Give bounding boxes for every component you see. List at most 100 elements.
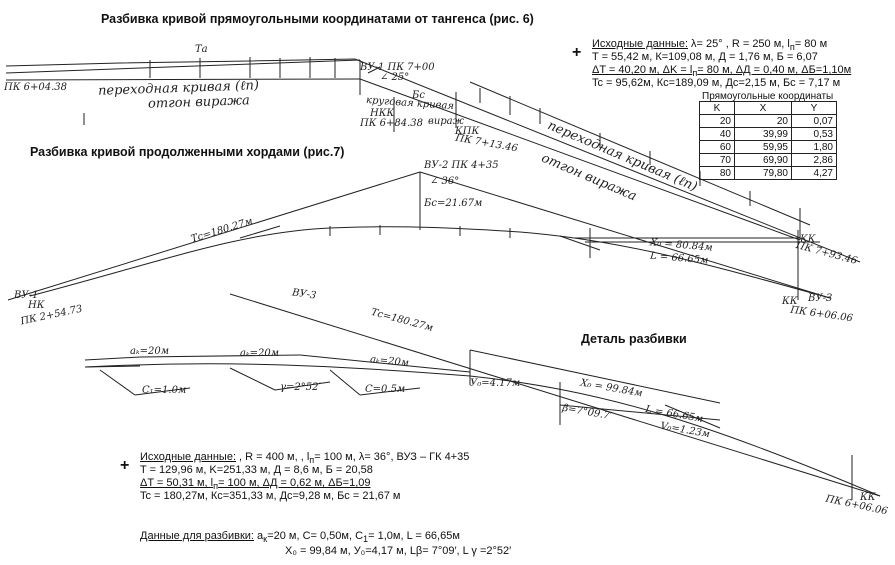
offset-1 <box>99 369 136 396</box>
fig7-line1-end: = 100 м, λ= 36°, ВУЗ – ГК 4+35 <box>314 451 470 463</box>
coords-header: K <box>699 101 735 115</box>
detail-chord-1 <box>84 356 141 361</box>
offset-6 <box>359 387 421 396</box>
detail-line-2 <box>469 349 721 404</box>
cell: 20 <box>734 114 792 128</box>
coords-caption: Прямоугольные координаты <box>702 91 834 102</box>
tangent-line-5 <box>469 81 811 226</box>
cell: 20 <box>699 114 735 128</box>
offset-2 <box>134 387 191 396</box>
label-vu2: ВУ-2 ПК 4+35 <box>424 160 499 171</box>
label-kk-bot: КК <box>860 492 876 503</box>
cell: 1,80 <box>791 140 837 154</box>
fig7-line3-sub: п <box>213 481 219 492</box>
fig6-data-line3: ΔT = 40,20 м, ΔK = lп= 80 м, ΔД = 0,40 м… <box>592 64 851 80</box>
label-a20: aₖ=20м <box>130 346 170 357</box>
cell: 70 <box>699 153 735 167</box>
figure6-title: Разбивка кривой прямоугольными координат… <box>101 12 534 26</box>
cell: 80 <box>699 166 735 180</box>
curve-fig7 <box>29 226 831 299</box>
cell: 0,53 <box>791 127 837 141</box>
label-angle36: ∠ 36° <box>430 176 460 187</box>
tangent-line-1 <box>5 59 361 74</box>
angle-mark-25 <box>367 66 381 74</box>
fig7-line1-rest: , R = 400 м, , l <box>236 451 310 463</box>
cell: 39,99 <box>734 127 792 141</box>
layout-sub2: 1 <box>363 534 369 545</box>
tangent-left <box>7 171 421 301</box>
fig6-data-line2: T = 55,42 м, К=109,08 м, Д = 1,76 м, Б =… <box>592 51 818 63</box>
label-kpk: КПК <box>455 126 480 137</box>
cell: 60 <box>699 140 735 154</box>
cell: 40 <box>699 127 735 141</box>
tangent-line-4 <box>359 78 801 241</box>
fig6-data-line4: Tc = 95,62м, Кс=189,09 м, Дс=2,15 м, Бс … <box>592 77 841 89</box>
cell: 0,07 <box>791 114 837 128</box>
transition-curve-top <box>5 58 356 67</box>
fig7-data-line1: Исходные данные: , R = 400 м, , lп= 100 … <box>140 451 469 467</box>
label-kk-top: КК <box>800 234 816 245</box>
label-pk6-04: ПК 6+04.38 <box>4 82 68 93</box>
offset-4 <box>274 381 331 391</box>
layout-data-line1: Данные для разбивки: aк=20 м, C= 0,50м, … <box>140 530 460 546</box>
label-kk-mid: КК <box>782 296 798 307</box>
cell: 69,90 <box>734 153 792 167</box>
fig6-data-line1: Исходные данные: λ= 25° , R = 250 м, lп=… <box>592 38 827 54</box>
fig7-data-line3: ΔT = 50,31 м, lп= 100 м, ΔД = 0,62 м, ΔБ… <box>140 477 371 493</box>
fig7-data-line4: Tc = 180,27м, Кс=351,33 м, Дс=9,28 м, Бс… <box>140 490 401 502</box>
fig7-line1-sub: п <box>309 455 315 466</box>
detail-chord-3 <box>299 354 471 373</box>
coords-header: X <box>734 101 792 115</box>
fig7-line3-end: = 100 м, ΔД = 0,62 м, ΔБ=1,09 <box>218 477 371 489</box>
label-bc2: Бс=21.67м <box>424 198 483 209</box>
fig6-plus-icon: + <box>572 44 582 61</box>
label-ta: Тa <box>195 44 208 55</box>
label-virazh: вираж <box>428 116 464 127</box>
label-vu3: ВУ-3 <box>808 293 833 304</box>
cell: 2,86 <box>791 153 837 167</box>
fig7-data-line2: T = 129,96 м, K=251,33 м, Д = 8,6 м, Б =… <box>140 464 373 476</box>
layout-data-line2: X₀ = 99,84 м, У₀=4,17 м, Lβ= 7°09′, L γ … <box>285 545 512 557</box>
cell: 4,27 <box>791 166 837 180</box>
layout-end: =20 м, C= 0,50м, C <box>267 530 364 542</box>
chord-1 <box>239 225 281 239</box>
fig6-line3: ΔT = 40,20 м, ΔK = l <box>592 64 693 76</box>
label-nk: НК <box>28 300 45 311</box>
offset-3 <box>229 367 276 391</box>
fig6-line3-end: = 80 м, ΔД = 0,40 м, ΔБ=1,10м <box>697 64 852 76</box>
detail-title: Деталь разбивки <box>581 332 687 346</box>
cell: 79,80 <box>734 166 792 180</box>
fig6-line3-sub: п <box>692 68 698 79</box>
layout-sub: к <box>263 534 268 545</box>
detail-line-3 <box>559 404 721 421</box>
layout-label: Данные для разбивки: <box>140 530 254 542</box>
coords-header: Y <box>791 101 837 115</box>
layout-end2: = 1,0м, L = 66,65м <box>368 530 460 542</box>
label-vu1: ВУ-1 <box>14 290 39 301</box>
fig6-data-label: Исходные данные: <box>592 38 688 50</box>
detail-tangent <box>229 293 881 497</box>
cell: 59,95 <box>734 140 792 154</box>
tangent-line-3 <box>354 58 861 263</box>
label-a20b: aₖ=20м <box>240 348 280 359</box>
fig7-data-label: Исходные данные: <box>140 451 236 463</box>
detail-chord-2 <box>139 354 301 358</box>
offset-5 <box>329 369 361 396</box>
figure7-title: Разбивка кривой продолженными хордами (р… <box>30 145 345 159</box>
chord-2 <box>559 235 601 251</box>
label-y0: У₀=4.17м <box>470 378 521 389</box>
fig6-line1-rest: λ= 25° , R = 250 м, l <box>688 38 790 50</box>
fig6-line1-end: = 80 м <box>794 38 828 50</box>
label-pk6-84: ПК 6+84.38 <box>360 118 424 129</box>
label-angle25: ∠ 25° <box>380 72 410 83</box>
label-bc: Бс <box>412 90 425 101</box>
fig7-plus-icon: + <box>120 457 130 474</box>
label-c1: C₁=1.0м <box>142 385 187 396</box>
